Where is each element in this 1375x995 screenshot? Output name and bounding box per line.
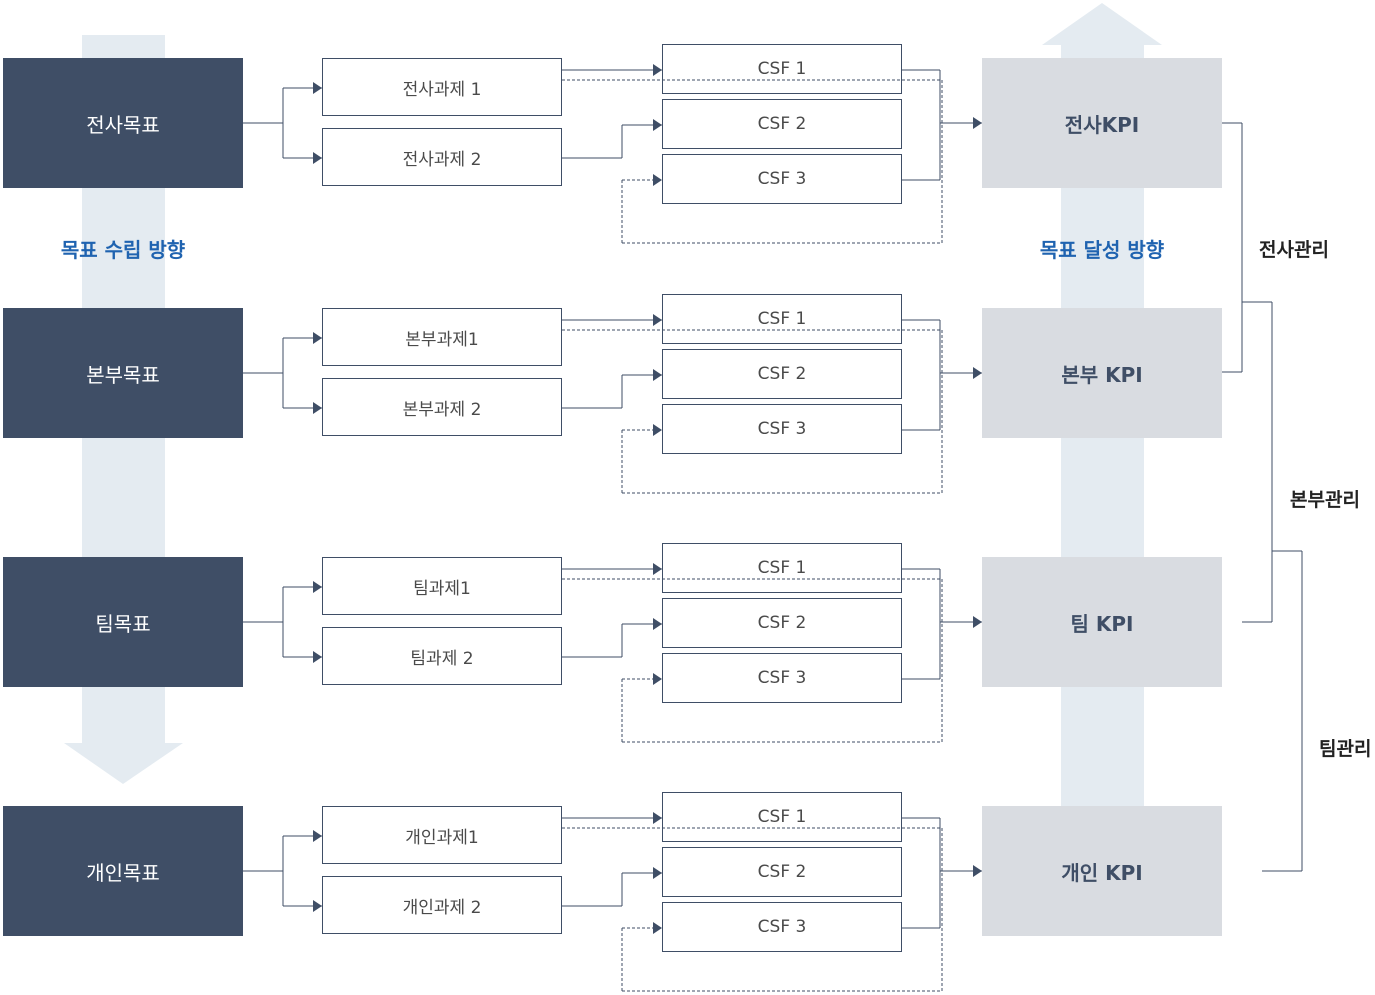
level3-task2-arrowhead — [313, 900, 322, 912]
csf-box-individual-1: CSF 1 — [662, 792, 902, 842]
level0-kpi-arrowhead — [973, 117, 982, 129]
csf-box-company-3: CSF 3 — [662, 154, 902, 204]
level0-task1-arrowhead — [313, 82, 322, 94]
csf-box-company-1: CSF 1 — [662, 44, 902, 94]
task-box-team-1: 팀과제1 — [322, 557, 562, 615]
task-box-team-2: 팀과제 2 — [322, 627, 562, 685]
level2-kpi-arrowhead — [973, 616, 982, 628]
kpi-box-team: 팀 KPI — [982, 557, 1222, 687]
level2-csf3-arrowhead — [653, 673, 662, 685]
goal-achieving-direction-label: 목표 달성 방향 — [1039, 238, 1165, 262]
task-box-company-2: 전사과제 2 — [322, 128, 562, 186]
level1-csf3-arrowhead — [653, 424, 662, 436]
level0-task2-arrowhead — [313, 152, 322, 164]
level3-kpi-arrowhead — [973, 865, 982, 877]
csf-box-team-3: CSF 3 — [662, 653, 902, 703]
csf-box-division-3: CSF 3 — [662, 404, 902, 454]
goal-box-individual: 개인목표 — [3, 806, 243, 936]
csf-box-team-2: CSF 2 — [662, 598, 902, 648]
management-label-company: 전사관리 — [1257, 235, 1331, 262]
csf-box-division-2: CSF 2 — [662, 349, 902, 399]
level0-csf3-arrowhead — [653, 174, 662, 186]
goal-box-team: 팀목표 — [3, 557, 243, 687]
csf-box-division-1: CSF 1 — [662, 294, 902, 344]
level3-csf3-arrowhead — [653, 922, 662, 934]
level3-csf2-arrowhead — [653, 867, 662, 879]
level0-csf2-arrowhead — [653, 119, 662, 131]
level2-csf1-arrowhead — [653, 563, 662, 575]
kpi-box-company: 전사KPI — [982, 58, 1222, 188]
csf-box-individual-3: CSF 3 — [662, 902, 902, 952]
level2-csf2-arrowhead — [653, 618, 662, 630]
task-box-division-2: 본부과제 2 — [322, 378, 562, 436]
level2-task2-arrowhead — [313, 651, 322, 663]
level2-task1-arrowhead — [313, 581, 322, 593]
csf-box-company-2: CSF 2 — [662, 99, 902, 149]
goal-box-division: 본부목표 — [3, 308, 243, 438]
kpi-box-division: 본부 KPI — [982, 308, 1222, 438]
level0-csf1-arrowhead — [653, 64, 662, 76]
task-box-company-1: 전사과제 1 — [322, 58, 562, 116]
level1-task2-arrowhead — [313, 402, 322, 414]
management-label-team: 팀관리 — [1317, 734, 1374, 761]
csf-box-individual-2: CSF 2 — [662, 847, 902, 897]
level1-kpi-arrowhead — [973, 367, 982, 379]
level1-csf1-arrowhead — [653, 314, 662, 326]
management-label-division: 본부관리 — [1288, 485, 1362, 512]
kpi-box-individual: 개인 KPI — [982, 806, 1222, 936]
level3-csf1-arrowhead — [653, 812, 662, 824]
level1-task1-arrowhead — [313, 332, 322, 344]
task-box-division-1: 본부과제1 — [322, 308, 562, 366]
task-box-individual-2: 개인과제 2 — [322, 876, 562, 934]
goal-box-company: 전사목표 — [3, 58, 243, 188]
task-box-individual-1: 개인과제1 — [322, 806, 562, 864]
goal-setting-direction-label: 목표 수립 방향 — [60, 238, 186, 262]
level1-csf2-arrowhead — [653, 369, 662, 381]
csf-box-team-1: CSF 1 — [662, 543, 902, 593]
level3-task1-arrowhead — [313, 830, 322, 842]
